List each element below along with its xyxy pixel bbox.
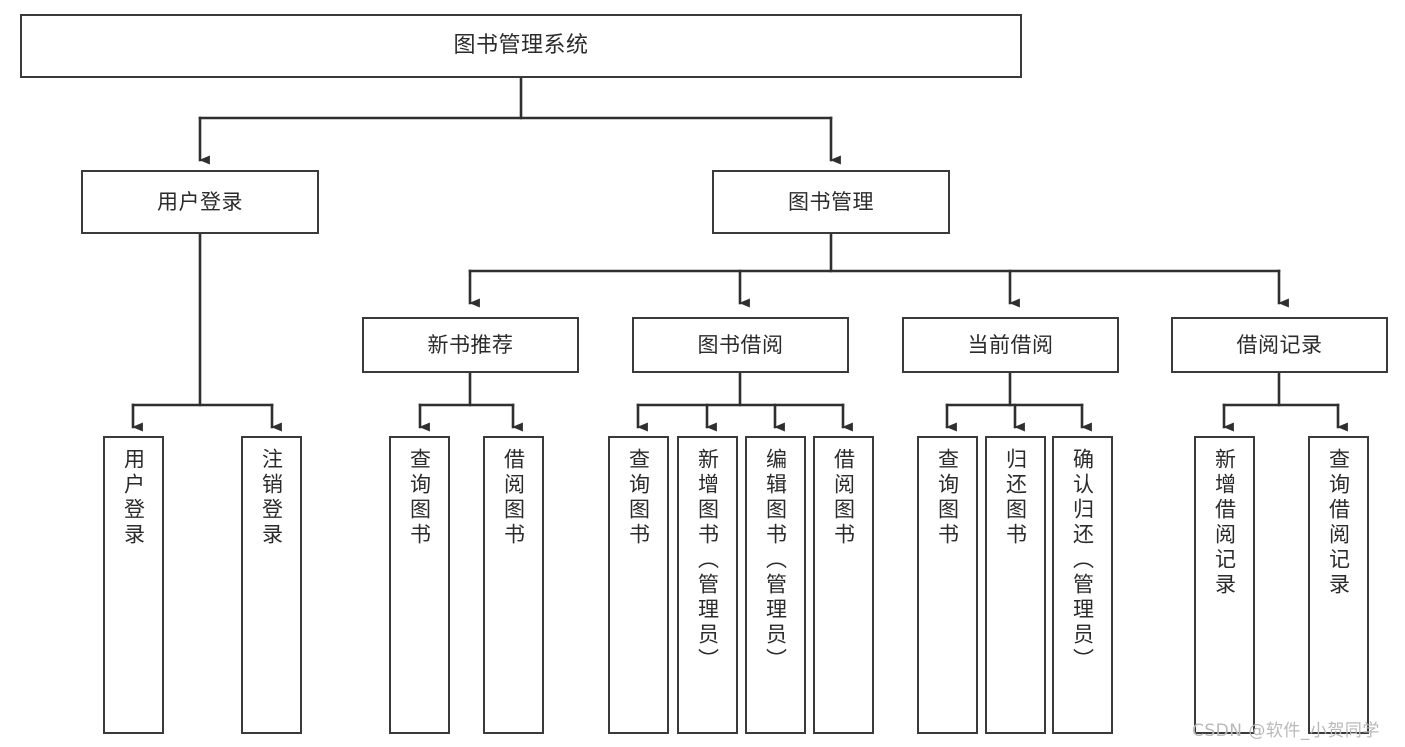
node-label: 借阅图书 [831, 448, 856, 548]
node-label: 当前借阅 [967, 332, 1054, 357]
node-label: 查询图书 [407, 448, 432, 548]
node-label: 用户登录 [121, 448, 146, 548]
node-leaf-edit-book-admin[interactable]: 编辑图书（管理员） [745, 436, 806, 734]
node-label: 查询图书 [935, 448, 960, 548]
node-label: 借阅图书 [501, 448, 526, 548]
node-leaf-return-book[interactable]: 归还图书 [985, 436, 1046, 734]
node-leaf-add-book-admin[interactable]: 新增图书（管理员） [677, 436, 738, 734]
node-new-book-recommend[interactable]: 新书推荐 [362, 317, 579, 373]
csdn-watermark: CSDN @软件_小贺同学 [1192, 721, 1380, 741]
node-label: 新增图书（管理员） [695, 448, 720, 673]
node-label: 确认归还（管理员） [1070, 448, 1095, 673]
node-label: 新书推荐 [427, 332, 514, 357]
node-leaf-borrow-book-recommend[interactable]: 借阅图书 [483, 436, 544, 734]
node-leaf-borrow-book[interactable]: 借阅图书 [813, 436, 874, 734]
node-label: 用户登录 [157, 189, 243, 214]
node-leaf-query-borrow-record[interactable]: 查询借阅记录 [1308, 436, 1369, 734]
node-leaf-query-book-recommend[interactable]: 查询图书 [389, 436, 450, 734]
node-leaf-query-book-current[interactable]: 查询图书 [917, 436, 978, 734]
node-label: 图书管理 [788, 189, 874, 214]
node-label: 归还图书 [1003, 448, 1028, 548]
node-borrow-record[interactable]: 借阅记录 [1171, 317, 1388, 373]
node-leaf-query-book-borrow[interactable]: 查询图书 [608, 436, 669, 734]
node-leaf-add-borrow-record[interactable]: 新增借阅记录 [1194, 436, 1255, 734]
node-book-borrow[interactable]: 图书借阅 [632, 317, 849, 373]
node-label: 图书借阅 [697, 332, 784, 357]
node-leaf-confirm-return-admin[interactable]: 确认归还（管理员） [1052, 436, 1113, 734]
node-label: 图书管理系统 [453, 33, 589, 59]
node-label: 新增借阅记录 [1212, 448, 1237, 598]
node-current-borrow[interactable]: 当前借阅 [902, 317, 1119, 373]
node-root-book-management-system[interactable]: 图书管理系统 [20, 14, 1022, 78]
node-label: 编辑图书（管理员） [763, 448, 788, 673]
node-user-login[interactable]: 用户登录 [81, 170, 319, 234]
node-label: 查询借阅记录 [1326, 448, 1351, 598]
node-leaf-logout-login[interactable]: 注销登录 [241, 436, 302, 734]
node-book-management[interactable]: 图书管理 [712, 170, 950, 234]
node-label: 注销登录 [259, 448, 284, 548]
node-leaf-user-login[interactable]: 用户登录 [103, 436, 164, 734]
node-label: 查询图书 [626, 448, 651, 548]
node-label: 借阅记录 [1236, 332, 1323, 357]
